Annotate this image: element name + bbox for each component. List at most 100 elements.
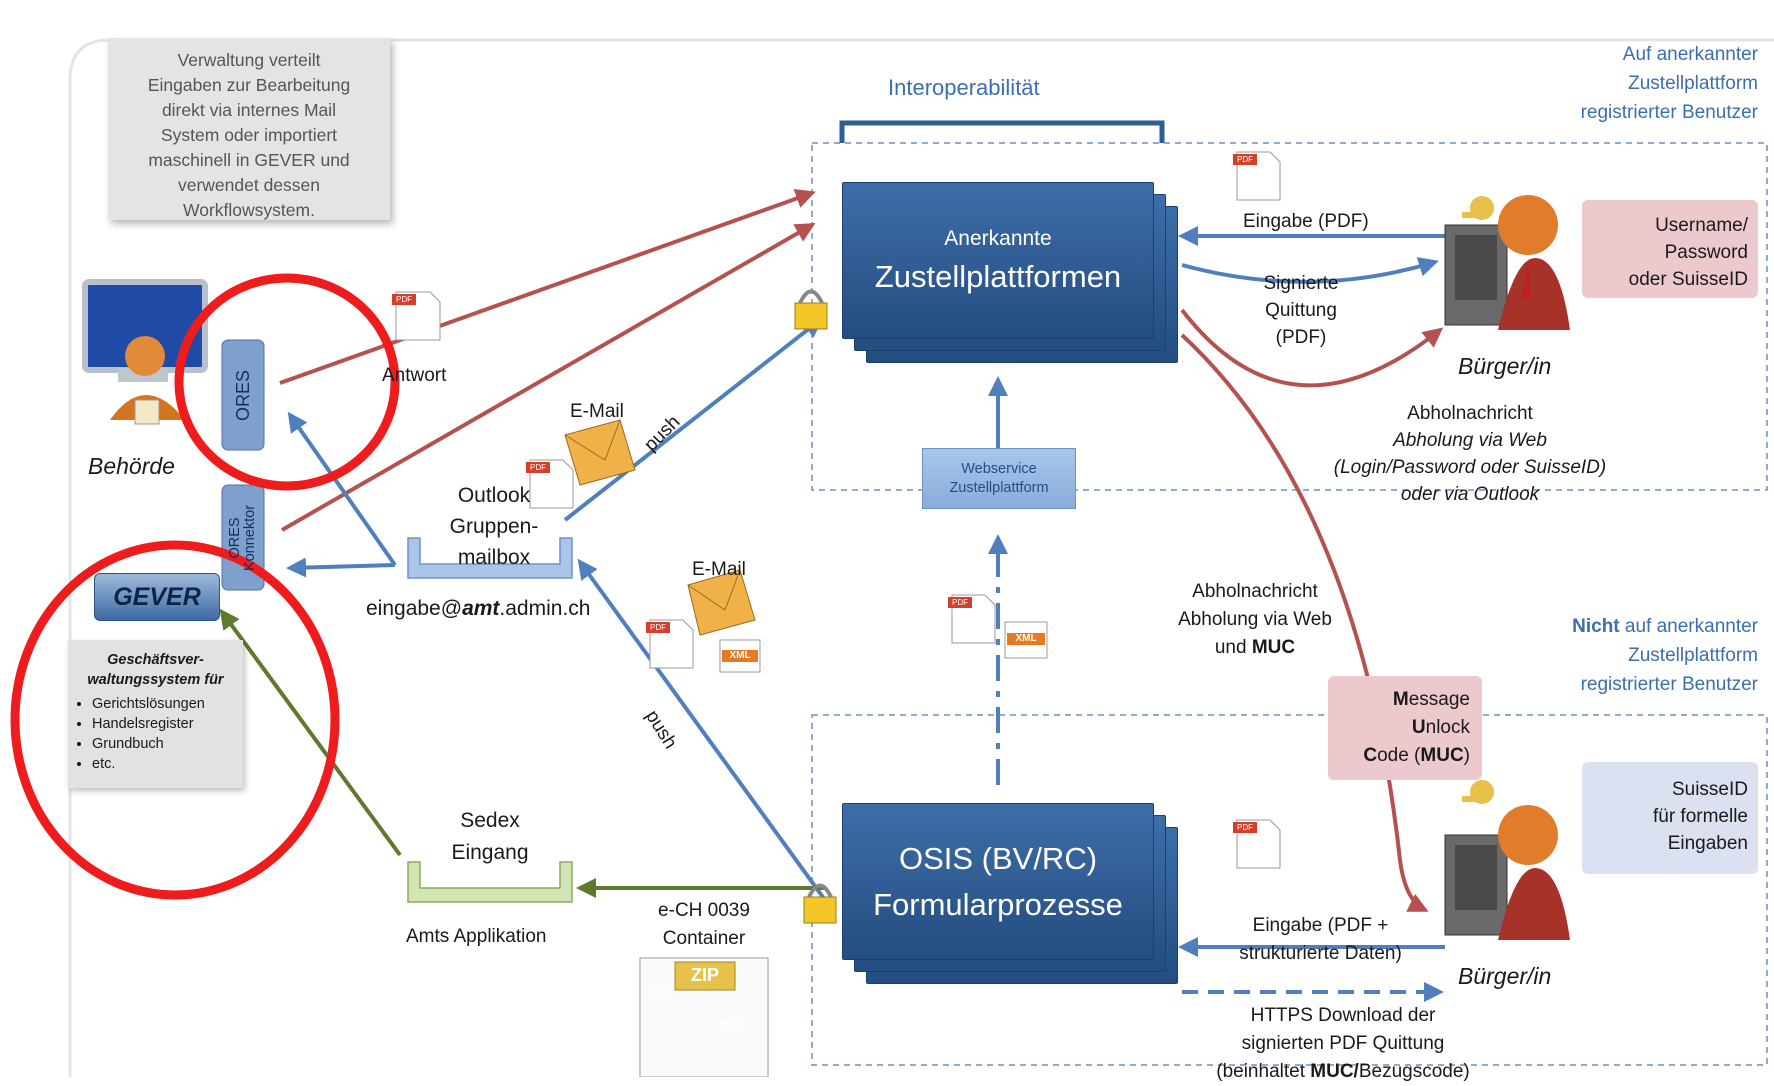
caption-line: auf anerkannter <box>1619 616 1758 637</box>
ech-container-label: e-CH 0039 Container <box>640 897 768 953</box>
eingabe-struct-label: Eingabe (PDF + strukturierte Daten) <box>1208 912 1433 968</box>
outlook-line: Outlook <box>457 484 531 507</box>
credentials-top-text: Username/ Password oder SuisseID <box>1629 212 1748 293</box>
mailbox-tray <box>407 537 573 579</box>
arrow-push-top <box>563 317 824 522</box>
credential-line: SuisseID <box>1671 779 1748 800</box>
muc-text: Message Unlock Code (MUC) <box>1363 686 1470 770</box>
abhol-line: Abholung via Web <box>1178 609 1332 630</box>
gever-note-list: Gerichtslösungen Handelsregister Grundbu… <box>68 694 205 774</box>
interop-label: Interoperabilität <box>888 75 1040 100</box>
caption-line: registrierter Benutzer <box>1580 102 1758 123</box>
abhol-line: (Login/Password oder SuisseID) <box>1333 457 1607 478</box>
key-icon-bottom <box>1462 780 1494 804</box>
xml-tag: XML <box>722 1021 744 1032</box>
arrow-platform-to-bottom-citizen <box>1180 333 1429 912</box>
sedex-line: Sedex <box>460 809 520 832</box>
muc-bold: MUC <box>1420 745 1464 766</box>
muc-letter: U <box>1411 717 1426 738</box>
pdf-tag: PDF <box>952 598 968 607</box>
abhol-und: und <box>1214 637 1252 658</box>
https-download-label: HTTPS Download der signierten PDF Quittu… <box>1178 1002 1508 1086</box>
https-rest: Bezugscode) <box>1358 1061 1470 1082</box>
note-line: Workflowsystem. <box>183 200 315 220</box>
xml-tag: XML <box>1015 633 1037 644</box>
citizen-top-icon <box>1444 195 1570 330</box>
abhol-line: Abholnachricht <box>1407 403 1533 424</box>
credential-line: Username/ <box>1655 215 1748 236</box>
signierte-quittung-label: Signierte Quittung (PDF) <box>1246 270 1356 351</box>
note-line: System oder importiert <box>160 125 338 145</box>
arrow-ores-to-platform <box>279 188 816 385</box>
mail-addr-pre: eingabe@ <box>366 597 463 620</box>
mail-address: eingabe@amt.admin.ch <box>366 596 590 622</box>
credential-line: für formelle <box>1652 806 1748 827</box>
outlook-label: Outlook Gruppen- mailbox <box>434 480 554 573</box>
credentials-top-box: Username/ Password oder SuisseID <box>1582 200 1758 298</box>
ores-label-wrap: ORES <box>222 340 264 450</box>
arrow-mailbox-to-ores <box>287 411 397 567</box>
pdf-tag: PDF <box>1237 155 1253 164</box>
arrow-signierte-quittung <box>1181 257 1439 284</box>
note-line: maschinell in GEVER und <box>148 150 350 170</box>
abholnachricht-top: Abholnachricht Abholung via Web (Login/P… <box>1310 400 1630 508</box>
xml-tag: XML <box>729 650 751 661</box>
note-line: Verwaltung verteilt <box>177 50 321 70</box>
envelope-icon-bottom <box>687 569 756 636</box>
pdf-tag: PDF <box>396 295 412 304</box>
credential-line: Password <box>1664 242 1748 263</box>
gever-note-item: etc. <box>92 754 205 774</box>
https-bracket: (beinhaltet <box>1216 1061 1311 1082</box>
gever-note-title: Geschäftsver- waltungssystem für <box>68 650 243 690</box>
highlight-circle-gever <box>10 540 340 900</box>
zip-label: ZIP <box>690 965 719 985</box>
gever-note-title-line: waltungssystem für <box>87 672 224 688</box>
pdf-tag: PDF <box>652 988 668 997</box>
key-icon-top <box>1462 196 1494 220</box>
eingabe-line: strukturierte Daten) <box>1239 943 1402 964</box>
ores-label: ORES <box>232 369 253 421</box>
quittung-line: Quittung <box>1265 300 1337 321</box>
ores-konnektor-label: ORES Konnektor <box>227 504 258 570</box>
eingabe-pdf-label: Eingabe (PDF) <box>1243 211 1369 232</box>
mail-addr-post: .admin.ch <box>499 597 591 620</box>
top-region <box>811 142 1768 491</box>
pdf-tag: PDF <box>1237 823 1253 832</box>
pdf-icon-outlook <box>526 459 574 509</box>
muc-rest: nlock <box>1425 717 1470 738</box>
webservice-line1: Webservice <box>961 460 1037 477</box>
credentials-bottom-text: SuisseID für formelle Eingaben <box>1653 776 1748 857</box>
sedex-label: Sedex Eingang <box>440 805 540 869</box>
abholnachricht-mid: Abholnachricht Abholung via Web und MUC <box>1140 578 1370 662</box>
abhol-line: Abholnachricht <box>1192 581 1318 602</box>
credential-line: Eingaben <box>1667 833 1748 854</box>
muc-rest: ode ( <box>1377 745 1421 766</box>
top-right-caption: Auf anerkannter Zustellplattform registr… <box>1500 40 1758 127</box>
caption-line: Zustellplattform <box>1628 73 1758 94</box>
abhol-muc: MUC <box>1251 637 1296 658</box>
ech-line: e-CH 0039 <box>658 900 750 921</box>
pdf-icon-email-bottom <box>646 619 694 669</box>
muc-rest: essage <box>1408 689 1470 710</box>
email-bottom-label: E-Mail <box>692 559 746 580</box>
ores-konnektor-label-wrap: ORES Konnektor <box>222 485 264 590</box>
lock-icon-top <box>794 289 828 330</box>
email-top-label: E-Mail <box>570 401 624 422</box>
arrow-mailbox-to-konnektor <box>286 557 396 578</box>
pdf-tag: PDF <box>650 623 666 632</box>
outlook-line: mailbox <box>457 546 531 569</box>
arrow-sedex-to-gever <box>219 608 402 857</box>
note-line: Eingaben zur Bearbeitung <box>147 75 351 95</box>
arrow-platform-to-citizen <box>1180 308 1444 388</box>
ores-konnektor-line: ORES <box>227 516 244 559</box>
webservice-line2: Zustellplattform <box>949 479 1049 496</box>
pdf-icon-osis <box>1233 819 1281 869</box>
caption-bold: Nicht <box>1572 616 1620 637</box>
platform-box-line1: Anerkannte <box>944 226 1052 250</box>
interop-bracket <box>839 120 1165 143</box>
antwort-label: Antwort <box>382 365 447 386</box>
highlight-circle-ores <box>174 273 400 491</box>
caption-line: registrierter Benutzer <box>1580 674 1758 695</box>
pdf-icon-eingabe <box>1233 151 1281 201</box>
